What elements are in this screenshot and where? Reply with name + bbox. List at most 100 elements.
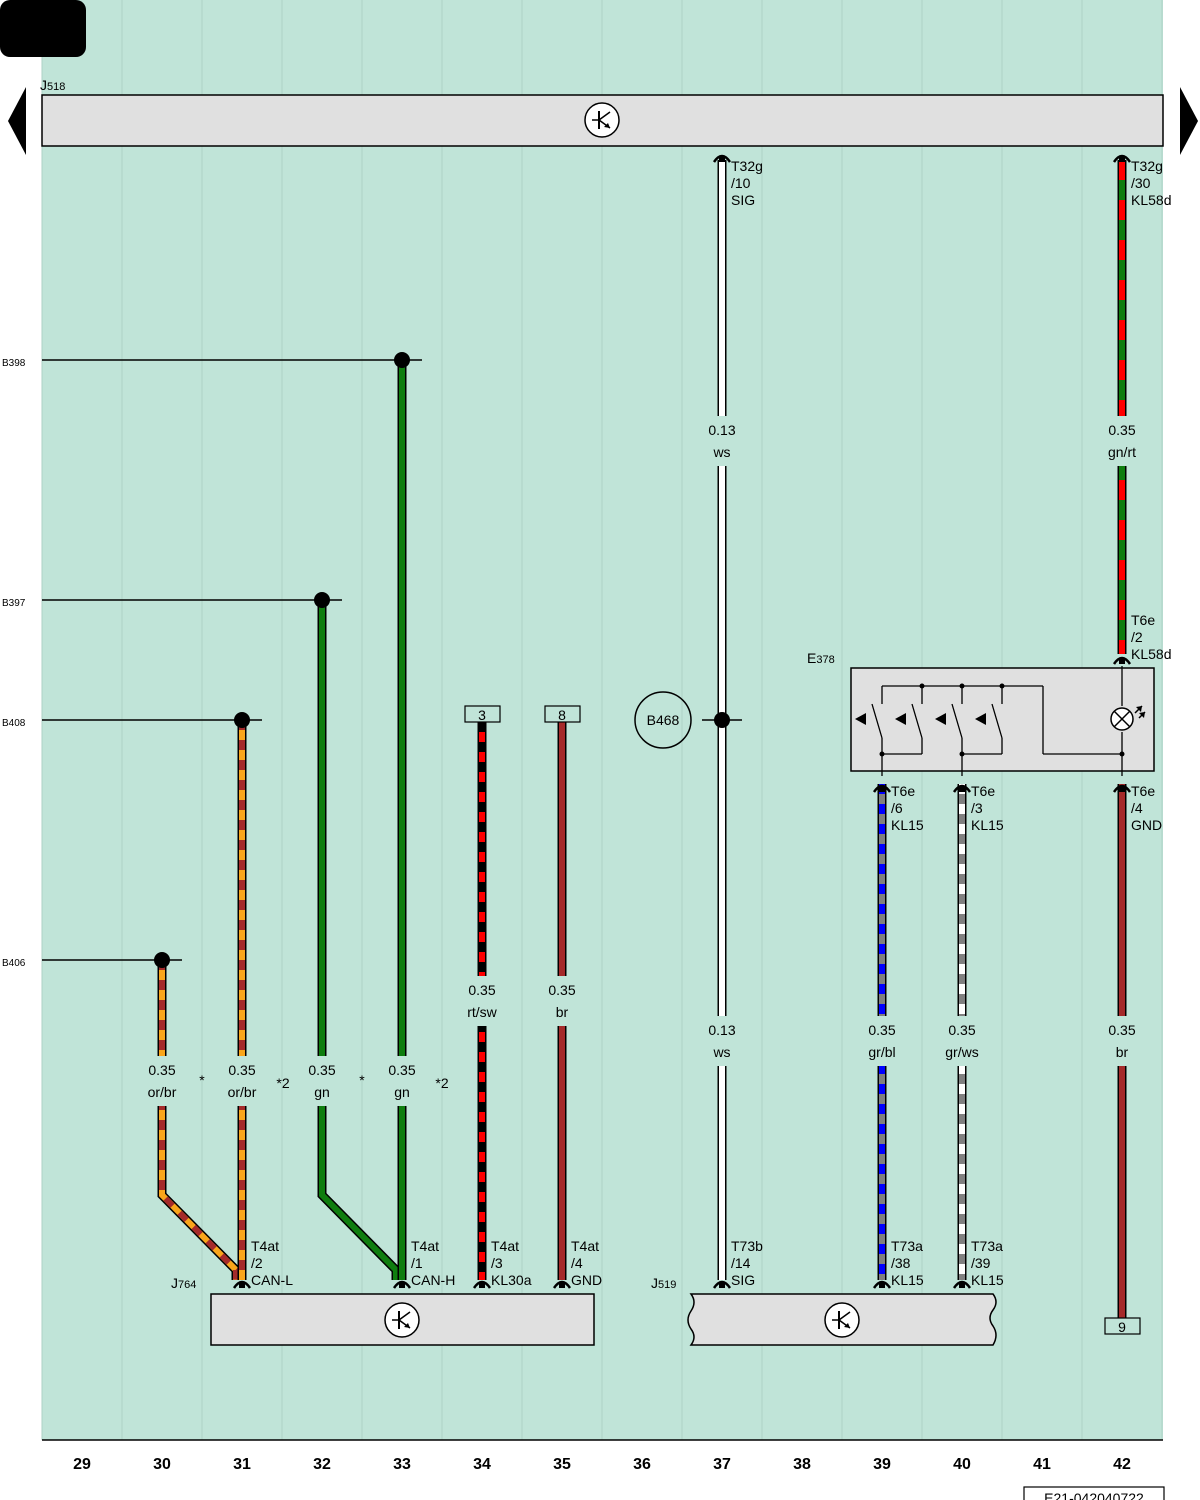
svg-text:0.35: 0.35 — [1108, 422, 1135, 438]
ref-b406: B406 — [2, 958, 26, 969]
svg-text:/14: /14 — [731, 1255, 751, 1271]
column-number: 34 — [473, 1456, 491, 1473]
svg-text:/3: /3 — [491, 1255, 503, 1271]
splice-b468[interactable] — [634, 691, 692, 749]
svg-text:T73a: T73a — [891, 1238, 923, 1254]
svg-text:or/br: or/br — [148, 1084, 177, 1100]
svg-text:gn: gn — [394, 1084, 410, 1100]
svg-text:GND: GND — [1131, 817, 1162, 833]
svg-text:CAN-H: CAN-H — [411, 1272, 455, 1288]
svg-text:/1: /1 — [411, 1255, 423, 1271]
component-label-j518: J518 — [40, 77, 65, 93]
svg-text:/3: /3 — [971, 800, 983, 816]
ref-b408: B408 — [2, 718, 26, 729]
svg-text:KL15: KL15 — [971, 1272, 1004, 1288]
svg-text:SIG: SIG — [731, 1272, 755, 1288]
wire-label-32: 0.35 gn — [308, 1062, 335, 1100]
page-tab — [0, 0, 86, 57]
svg-text:0.13: 0.13 — [708, 422, 735, 438]
svg-text:0.35: 0.35 — [868, 1022, 895, 1038]
wire-label-35: 0.35 br — [548, 982, 575, 1020]
svg-text:KL30a: KL30a — [491, 1272, 532, 1288]
connector-pins — [232, 154, 1132, 1289]
svg-text:T73b: T73b — [731, 1238, 763, 1254]
connector-box-9-label: 9 — [1118, 1319, 1126, 1335]
svg-text:/2: /2 — [251, 1255, 263, 1271]
wire-label-39: 0.35 gr/bl — [868, 1022, 895, 1060]
svg-text:/4: /4 — [571, 1255, 583, 1271]
svg-text:T32g: T32g — [731, 158, 763, 174]
column-number: 31 — [233, 1456, 251, 1473]
svg-text:0.13: 0.13 — [708, 1022, 735, 1038]
lamp-icon — [1110, 705, 1146, 731]
svg-text:gn: gn — [314, 1084, 330, 1100]
connector-box-3[interactable] — [464, 705, 501, 723]
splice-point-b408 — [234, 712, 250, 728]
switch-arrows-icon — [855, 713, 986, 725]
column-number: 29 — [73, 1456, 91, 1473]
svg-text:0.35: 0.35 — [548, 982, 575, 998]
wire-label-37-upper: 0.13 ws — [708, 422, 735, 460]
wire-label-40: 0.35 gr/ws — [945, 1022, 978, 1060]
column-number: 38 — [793, 1456, 811, 1473]
svg-text:0.35: 0.35 — [388, 1062, 415, 1078]
next-page-arrow-icon[interactable] — [1180, 87, 1198, 155]
svg-text:ws: ws — [712, 1044, 730, 1060]
column-number: 35 — [553, 1456, 571, 1473]
column-number: 40 — [953, 1456, 971, 1473]
wire-label-34: 0.35 rt/sw — [467, 982, 497, 1020]
svg-text:/38: /38 — [891, 1255, 911, 1271]
svg-text:0.35: 0.35 — [148, 1062, 175, 1078]
column-number: 37 — [713, 1456, 731, 1473]
svg-text:T4at: T4at — [491, 1238, 519, 1254]
ref-b397: B397 — [2, 598, 26, 609]
pin-label-t73a-38: T73a /38 KL15 — [891, 1238, 924, 1288]
wire-label-33: 0.35 gn — [388, 1062, 415, 1100]
wire-label-42-upper: 0.35 gn/rt — [1108, 422, 1136, 460]
connector-box-3-label: 3 — [478, 707, 486, 723]
column-number: 32 — [313, 1456, 331, 1473]
wire-label-30: 0.35 or/br — [148, 1062, 177, 1100]
component-label-j519: J519 — [651, 1275, 676, 1291]
previous-page-arrow-icon[interactable] — [8, 87, 26, 155]
svg-text:KL15: KL15 — [971, 817, 1004, 833]
svg-text:T6e: T6e — [971, 783, 995, 799]
wire-label-37-lower: 0.13 ws — [708, 1022, 735, 1060]
svg-text:ws: ws — [712, 444, 730, 460]
pin-label-t4at-4: T4at /4 GND — [571, 1238, 602, 1288]
svg-text:or/br: or/br — [228, 1084, 257, 1100]
svg-text:0.35: 0.35 — [228, 1062, 255, 1078]
svg-text:KL58d: KL58d — [1131, 646, 1171, 662]
svg-text:br: br — [556, 1004, 569, 1020]
component-label-j764: J764 — [171, 1275, 196, 1291]
pin-label-t4at-3: T4at /3 KL30a — [491, 1238, 532, 1288]
svg-text:/39: /39 — [971, 1255, 991, 1271]
column-number: 42 — [1113, 1456, 1131, 1473]
svg-text:KL15: KL15 — [891, 1272, 924, 1288]
svg-text:0.35: 0.35 — [308, 1062, 335, 1078]
wire-32-gn[interactable] — [317, 600, 401, 1280]
svg-text:KL58d: KL58d — [1131, 192, 1171, 208]
doc-id-frame — [1023, 1486, 1165, 1500]
svg-text:br: br — [1116, 1044, 1129, 1060]
svg-text:KL15: KL15 — [891, 817, 924, 833]
connector-box-9[interactable] — [1104, 1317, 1141, 1335]
pin-label-t73b-14: T73b /14 SIG — [731, 1238, 763, 1288]
svg-text:/4: /4 — [1131, 800, 1143, 816]
wire-label-42-lower: 0.35 br — [1108, 1022, 1135, 1060]
svg-text:T6e: T6e — [891, 783, 915, 799]
connector-box-8[interactable] — [544, 705, 581, 723]
footnote-marker: * — [199, 1072, 205, 1088]
pin-label-t6e-6: T6e /6 KL15 — [891, 783, 924, 833]
svg-text:T4at: T4at — [571, 1238, 599, 1254]
svg-text:/6: /6 — [891, 800, 903, 816]
column-number: 33 — [393, 1456, 411, 1473]
column-number: 39 — [873, 1456, 891, 1473]
pin-label-t73a-39: T73a /39 KL15 — [971, 1238, 1004, 1288]
svg-text:rt/sw: rt/sw — [467, 1004, 497, 1020]
svg-text:/10: /10 — [731, 175, 751, 191]
splice-point-b398 — [394, 352, 410, 368]
splice-point-b397 — [314, 592, 330, 608]
